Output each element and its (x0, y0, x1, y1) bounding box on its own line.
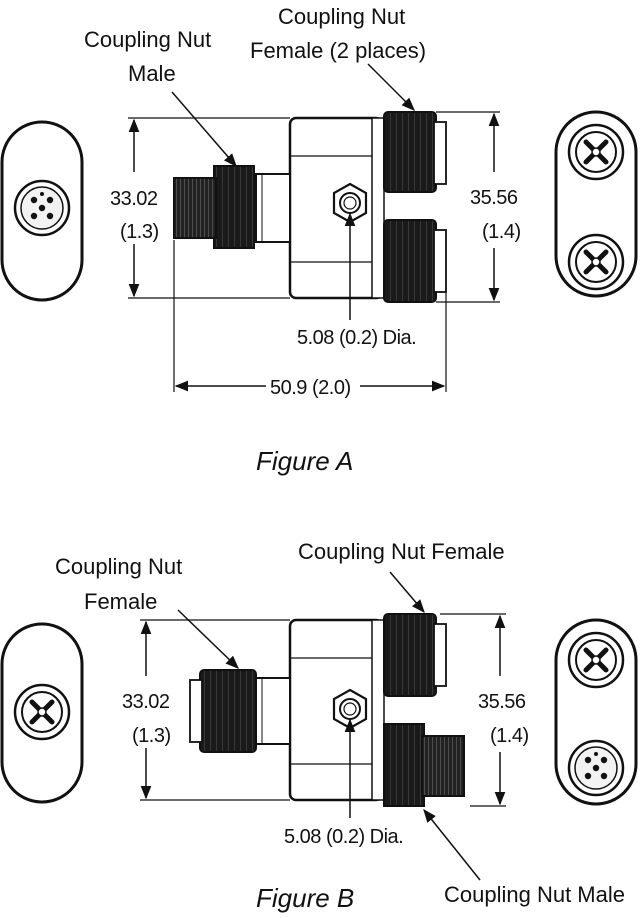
figure-a-female-nut-label-line1: Coupling Nut (278, 4, 405, 29)
figure-b: Coupling Nut Female Coupling Nut Female … (0, 539, 638, 913)
figure-b-right-height-in: (1.4) (490, 725, 529, 747)
figure-a-side-view (173, 111, 447, 303)
figure-a-male-nut-label-line1: Coupling Nut (84, 27, 211, 52)
figure-b-right-end-view (554, 618, 638, 806)
figure-b-left-nut-label-line2: Female (84, 589, 157, 614)
figure-b-side-view (189, 613, 465, 807)
figure-b-left-height-in: (1.3) (132, 725, 171, 747)
figure-b-left-height-mm: 33.02 (122, 691, 170, 713)
figure-a-right-height-in: (1.4) (482, 221, 521, 243)
figure-a-right-height-mm: 35.56 (470, 187, 518, 209)
figure-a-left-height-mm: 33.02 (110, 188, 158, 210)
figure-b-bottom-right-nut-label: Coupling Nut Male (444, 882, 625, 907)
figure-b-top-right-nut-label: Coupling Nut Female (298, 539, 505, 564)
figure-b-caption: Figure B (256, 883, 354, 913)
mounting-hole (332, 182, 368, 224)
figure-b-left-nut-label-line1: Coupling Nut (55, 554, 182, 579)
figure-a: Coupling Nut Male Coupling Nut Female (2… (0, 4, 638, 476)
figure-b-right-height-mm: 35.56 (478, 691, 526, 713)
figure-a-female-nut-label-line2: Female (2 places) (250, 38, 426, 63)
figure-a-left-end-view (0, 120, 84, 302)
figure-b-hole-dia: 5.08 (0.2) Dia. (284, 826, 403, 848)
figure-a-caption: Figure A (256, 446, 353, 476)
figure-b-left-end-view (0, 622, 84, 804)
figure-a-male-nut-label-line2: Male (128, 61, 176, 86)
figure-b-dimension-lines (140, 571, 506, 881)
figure-a-dimension-lines (128, 63, 500, 392)
figure-a-length: 50.9 (2.0) (270, 377, 351, 399)
figure-a-right-end-view (554, 110, 638, 298)
mounting-hole (332, 688, 368, 730)
figure-a-hole-dia: 5.08 (0.2) Dia. (297, 327, 416, 349)
figure-a-left-height-in: (1.3) (120, 221, 159, 243)
